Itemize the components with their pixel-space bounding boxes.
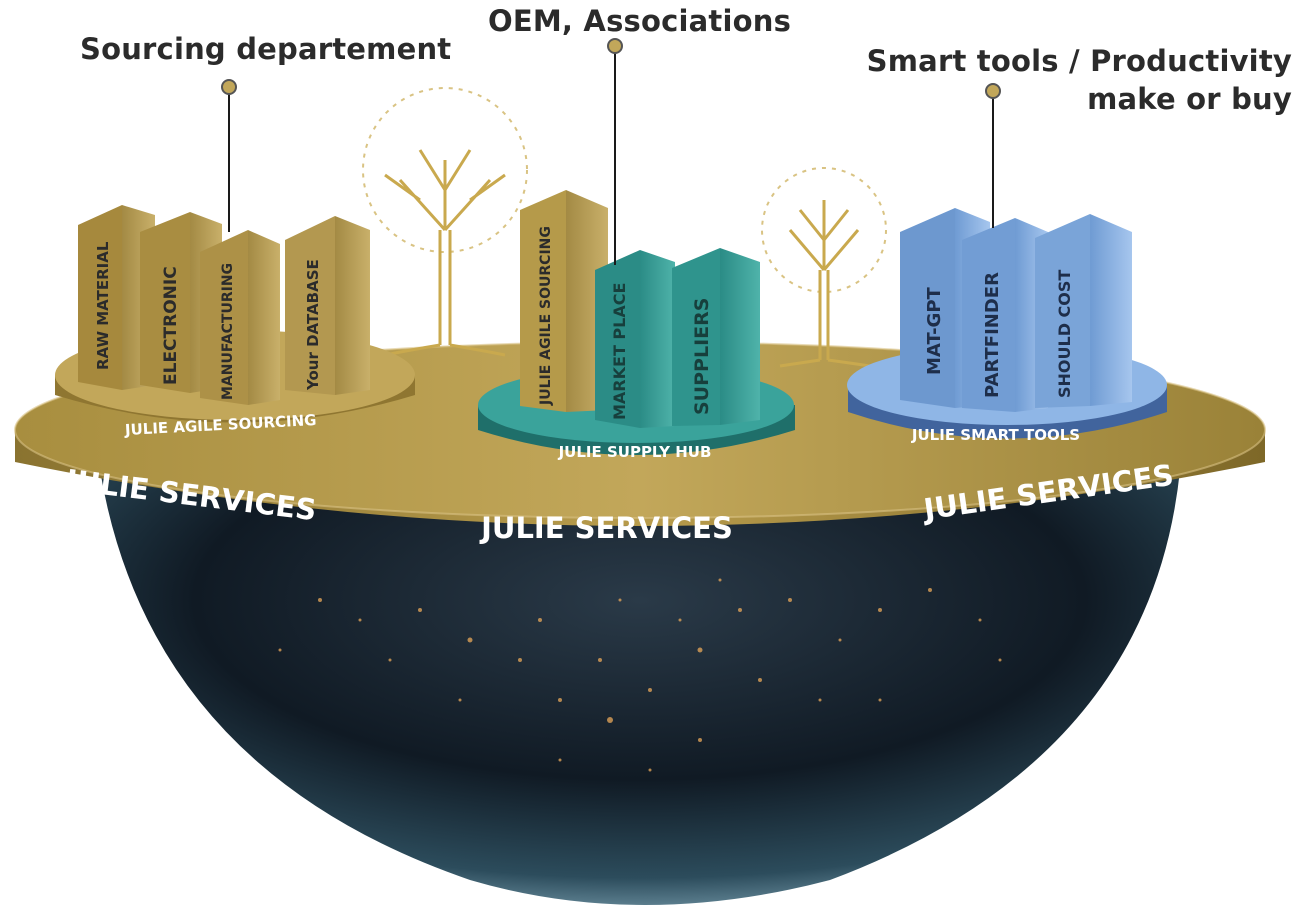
city-lights [278, 578, 1002, 772]
building-suppliers: SUPPLIERS [672, 248, 760, 426]
callout-oem-associations: OEM, Associations [488, 4, 792, 38]
callout-pin-sourcing [221, 79, 237, 232]
callout-smart-tools-line1: Smart tools / Productivity [866, 44, 1292, 78]
building-partfinder: PARTFINDER [962, 218, 1048, 412]
building-label-suppliers: SUPPLIERS [691, 298, 713, 415]
supply-hub-label: JULIE SUPPLY HUB [558, 443, 712, 461]
circuit-tree-right-icon [761, 167, 887, 368]
callout-pin-oem [607, 38, 623, 265]
building-label-partfinder: PARTFINDER [982, 272, 1003, 398]
building-market-place: MARKET PLACE [595, 250, 675, 428]
building-label-mat-gpt: MAT-GPT [924, 286, 945, 375]
smart-tools-group: JULIE SMART TOOLS MAT-GPT PARTFINDER SHO… [847, 208, 1167, 444]
building-julie-agile-sourcing: JULIE AGILE SOURCING [520, 190, 608, 412]
building-label-manufacturing: MANUFACTURING [220, 263, 236, 400]
building-your-database: Your DATABASE [285, 216, 370, 395]
building-should-cost: SHOULD COST [1035, 214, 1132, 408]
circuit-tree-left-icon [362, 87, 528, 357]
smart-tools-label: JULIE SMART TOOLS [911, 426, 1080, 444]
building-label-julie-agile-sourcing: JULIE AGILE SOURCING [538, 226, 554, 406]
callout-sourcing-department: Sourcing departement [80, 32, 452, 66]
building-label-market-place: MARKET PLACE [610, 283, 629, 420]
band-label-center: JULIE SERVICES [479, 511, 733, 545]
globe [100, 470, 1180, 905]
building-label-electronic: ELECTRONIC [161, 266, 181, 385]
building-label-your-database: Your DATABASE [304, 259, 322, 391]
callout-pin-smart-tools [985, 83, 1001, 228]
supply-hub-group: JULIE SUPPLY HUB JULIE AGILE SOURCING MA… [478, 190, 795, 461]
building-manufacturing: MANUFACTURING [200, 230, 280, 405]
agile-sourcing-group: JULIE AGILE SOURCING RAW MATERIAL ELECTR… [55, 205, 415, 439]
callout-smart-tools: Smart tools / Productivity make or buy [867, 42, 1292, 118]
building-label-should-cost: SHOULD COST [1055, 270, 1074, 398]
building-label-raw-material: RAW MATERIAL [94, 241, 112, 370]
callout-smart-tools-line2: make or buy [1087, 82, 1292, 116]
